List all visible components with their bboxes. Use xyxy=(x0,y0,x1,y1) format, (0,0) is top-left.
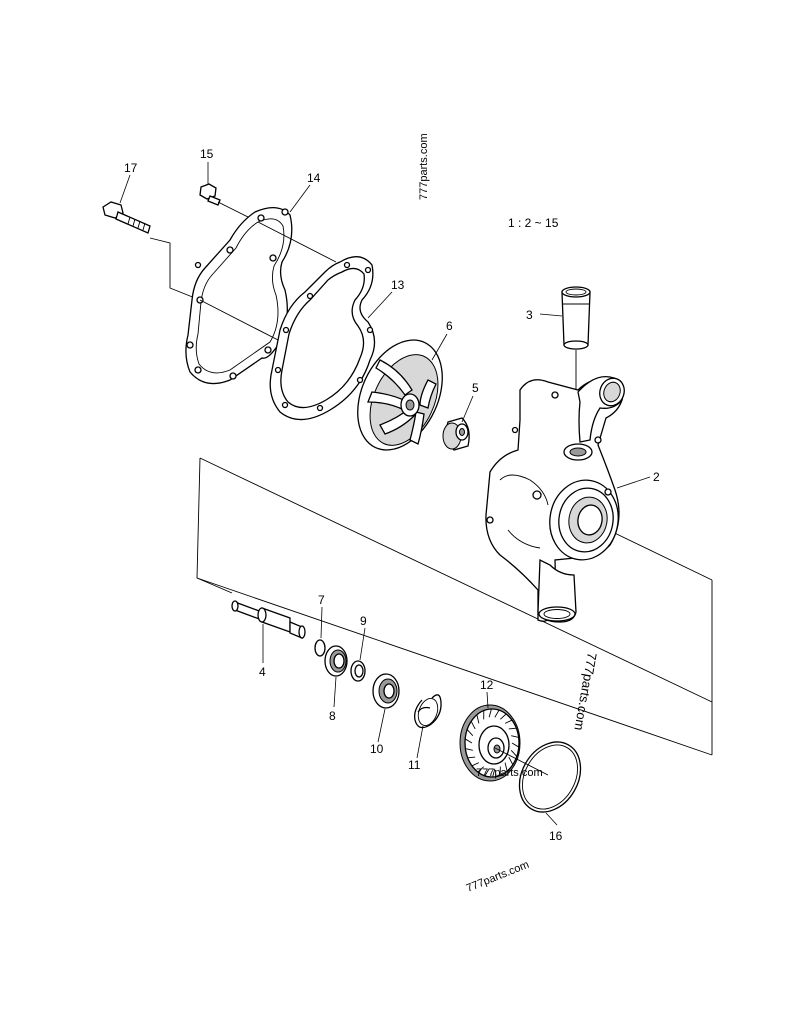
callout-15: 15 xyxy=(200,147,214,161)
assembly-line xyxy=(257,221,337,263)
gear-tooth xyxy=(488,708,492,718)
gear-tooth xyxy=(508,756,514,765)
gear-tooth xyxy=(492,768,496,778)
scale-note: 1 : 2 ~ 15 xyxy=(508,216,559,230)
callout-4: 4 xyxy=(259,665,266,679)
watermark: 777parts.com xyxy=(465,859,531,895)
callout-10: 10 xyxy=(370,742,384,756)
callout-17: 17 xyxy=(124,161,138,175)
part-13-gasket xyxy=(269,256,376,421)
callout-7: 7 xyxy=(318,593,325,607)
part-5-seal xyxy=(442,417,470,451)
gear-tooth xyxy=(471,762,480,767)
part-8-bearing xyxy=(324,645,348,677)
gear-tooth xyxy=(477,766,484,773)
gear-tooth xyxy=(484,768,490,777)
watermark: 777parts.com xyxy=(571,651,599,731)
part-14-cover-plate xyxy=(185,207,293,385)
part-7-washer xyxy=(314,639,326,657)
callout-labels: 17 15 14 13 6 5 3 2 4 7 9 8 10 11 12 16 xyxy=(124,147,660,843)
leader-lines xyxy=(119,162,651,826)
gear-tooth xyxy=(494,709,500,718)
gear-tooth xyxy=(511,742,520,748)
part-2-pump-housing xyxy=(485,375,625,623)
gear-tooth xyxy=(466,729,474,736)
callout-5: 5 xyxy=(472,381,479,395)
callout-6: 6 xyxy=(446,319,453,333)
gear-tooth xyxy=(476,714,480,724)
callout-2: 2 xyxy=(653,470,660,484)
part-10-bearing xyxy=(372,673,400,709)
gear-tooth xyxy=(464,738,473,744)
callout-9: 9 xyxy=(360,614,367,628)
callout-8: 8 xyxy=(329,709,336,723)
callout-12: 12 xyxy=(480,678,494,692)
watermark: 777parts.com xyxy=(418,133,430,200)
assembly-line xyxy=(494,747,549,776)
gear-tooth xyxy=(500,713,507,720)
gear-tooth xyxy=(508,727,517,730)
part-6-impeller xyxy=(357,339,443,451)
part-4-shaft xyxy=(231,600,306,639)
gear-tooth xyxy=(504,719,513,724)
part-9-ring xyxy=(350,660,366,682)
callout-11: 11 xyxy=(408,758,421,772)
callout-3: 3 xyxy=(526,308,533,322)
callout-16: 16 xyxy=(549,829,563,843)
gear-tooth xyxy=(465,748,473,751)
part-12-gear xyxy=(459,704,521,782)
callout-13: 13 xyxy=(391,278,405,292)
watermark: 777parts.com xyxy=(476,767,543,779)
assembly-line xyxy=(199,299,279,341)
gear-tooth xyxy=(510,750,518,757)
assembly-frame xyxy=(149,237,713,756)
gear-tooth xyxy=(470,721,476,730)
gear-tooth xyxy=(467,756,476,759)
part-17-bolt xyxy=(102,201,151,234)
gear-tooth xyxy=(511,735,519,738)
gear-tooth xyxy=(504,762,508,772)
part-11-snap-ring xyxy=(414,694,442,729)
callout-14: 14 xyxy=(307,171,321,185)
